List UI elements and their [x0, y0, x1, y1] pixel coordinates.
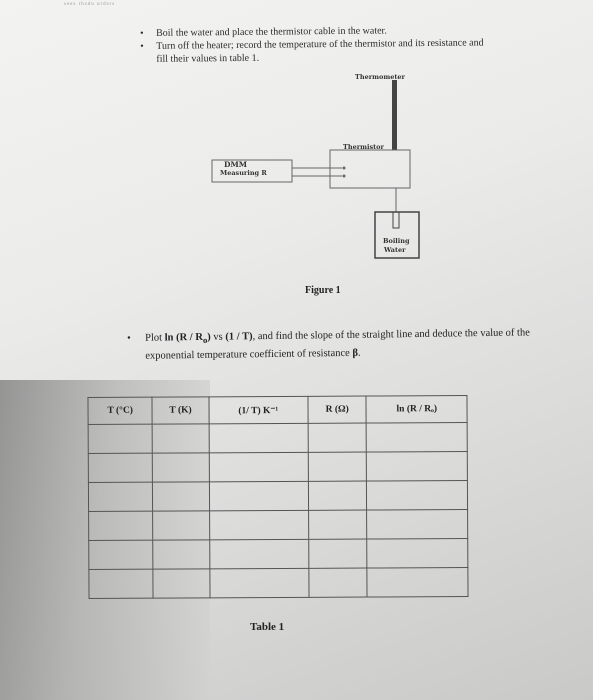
- table-cell[interactable]: [209, 539, 309, 569]
- table-cell[interactable]: [88, 540, 154, 570]
- table-cell[interactable]: [88, 453, 153, 483]
- table-cell[interactable]: [366, 509, 468, 540]
- plot-inverse-t: (1 / T): [225, 331, 253, 343]
- dmm-box: [211, 159, 293, 183]
- header-inverse-t: (1/ T) K⁻¹: [208, 396, 308, 424]
- table-cell[interactable]: [366, 422, 468, 453]
- water-label: Water: [384, 246, 406, 254]
- table-body: [88, 422, 469, 599]
- plot-ln-ratio: ln (R / R: [164, 331, 203, 344]
- data-table: T (°C) T (K) (1/ T) K⁻¹ R (Ω) ln (R / Rₒ…: [87, 395, 469, 599]
- table-row: [88, 567, 469, 599]
- thermometer-rod: [392, 80, 397, 150]
- table-cell[interactable]: [88, 569, 154, 599]
- table-cell[interactable]: [152, 481, 210, 512]
- page-header: sees rhsdu urdsrs: [64, 2, 116, 7]
- plot-prefix: Plot: [145, 332, 165, 344]
- thermistor-label: Thermistor: [343, 143, 384, 151]
- hand-shadow: [0, 380, 210, 700]
- table-cell[interactable]: [88, 482, 153, 512]
- table-cell[interactable]: [209, 568, 309, 598]
- table-cell[interactable]: [152, 510, 210, 541]
- figure-caption: Figure 1: [305, 285, 341, 296]
- table-cell[interactable]: [153, 568, 210, 599]
- table-cell[interactable]: [209, 481, 309, 511]
- table-row: [88, 480, 468, 512]
- probe-in-water: [392, 211, 400, 229]
- table-cell[interactable]: [308, 510, 368, 540]
- table-caption: Table 1: [250, 621, 285, 633]
- dmm-measuring-label: Measuring R: [220, 169, 267, 177]
- table-cell[interactable]: [308, 481, 367, 511]
- table-cell[interactable]: [209, 510, 309, 540]
- terminal-top: [342, 166, 346, 170]
- table-cell[interactable]: [366, 451, 468, 482]
- table-cell[interactable]: [307, 423, 367, 453]
- table-cell[interactable]: [367, 567, 469, 598]
- thermometer-label: Thermometer: [355, 73, 405, 81]
- table-cell[interactable]: [367, 538, 468, 569]
- thermistor-box: [329, 149, 411, 189]
- table-header-row: T (°C) T (K) (1/ T) K⁻¹ R (Ω) ln (R / Rₒ…: [87, 395, 468, 425]
- header-resistance: R (Ω): [307, 396, 367, 424]
- table-cell[interactable]: [308, 539, 368, 569]
- boiling-label: Boiling: [383, 237, 410, 245]
- plot-end: .: [357, 347, 361, 359]
- table-cell[interactable]: [308, 452, 367, 482]
- plot-vs: vs: [210, 331, 226, 343]
- table-row: [88, 422, 468, 454]
- dmm-label: DMM: [224, 160, 248, 169]
- table-cell[interactable]: [208, 423, 309, 453]
- table-row: [88, 538, 468, 570]
- plot-bullet: •: [127, 332, 131, 344]
- table-cell[interactable]: [153, 539, 210, 570]
- terminal-bottom: [342, 174, 346, 178]
- plot-instruction: • Plot ln (R / Ro) vs (1 / T), and find …: [127, 325, 547, 364]
- header-t-celsius: T (°C): [87, 397, 153, 425]
- table-cell[interactable]: [152, 423, 209, 454]
- table-row: [88, 509, 468, 541]
- header-ln-ratio: ln (R / Rₒ): [366, 395, 468, 424]
- table-cell[interactable]: [152, 452, 210, 483]
- table-cell[interactable]: [366, 480, 468, 511]
- table-cell[interactable]: [88, 511, 154, 541]
- table-cell[interactable]: [308, 568, 368, 598]
- table-cell[interactable]: [208, 452, 309, 482]
- table-cell[interactable]: [88, 424, 153, 454]
- header-t-kelvin: T (K): [152, 396, 209, 425]
- table-row: [88, 451, 468, 483]
